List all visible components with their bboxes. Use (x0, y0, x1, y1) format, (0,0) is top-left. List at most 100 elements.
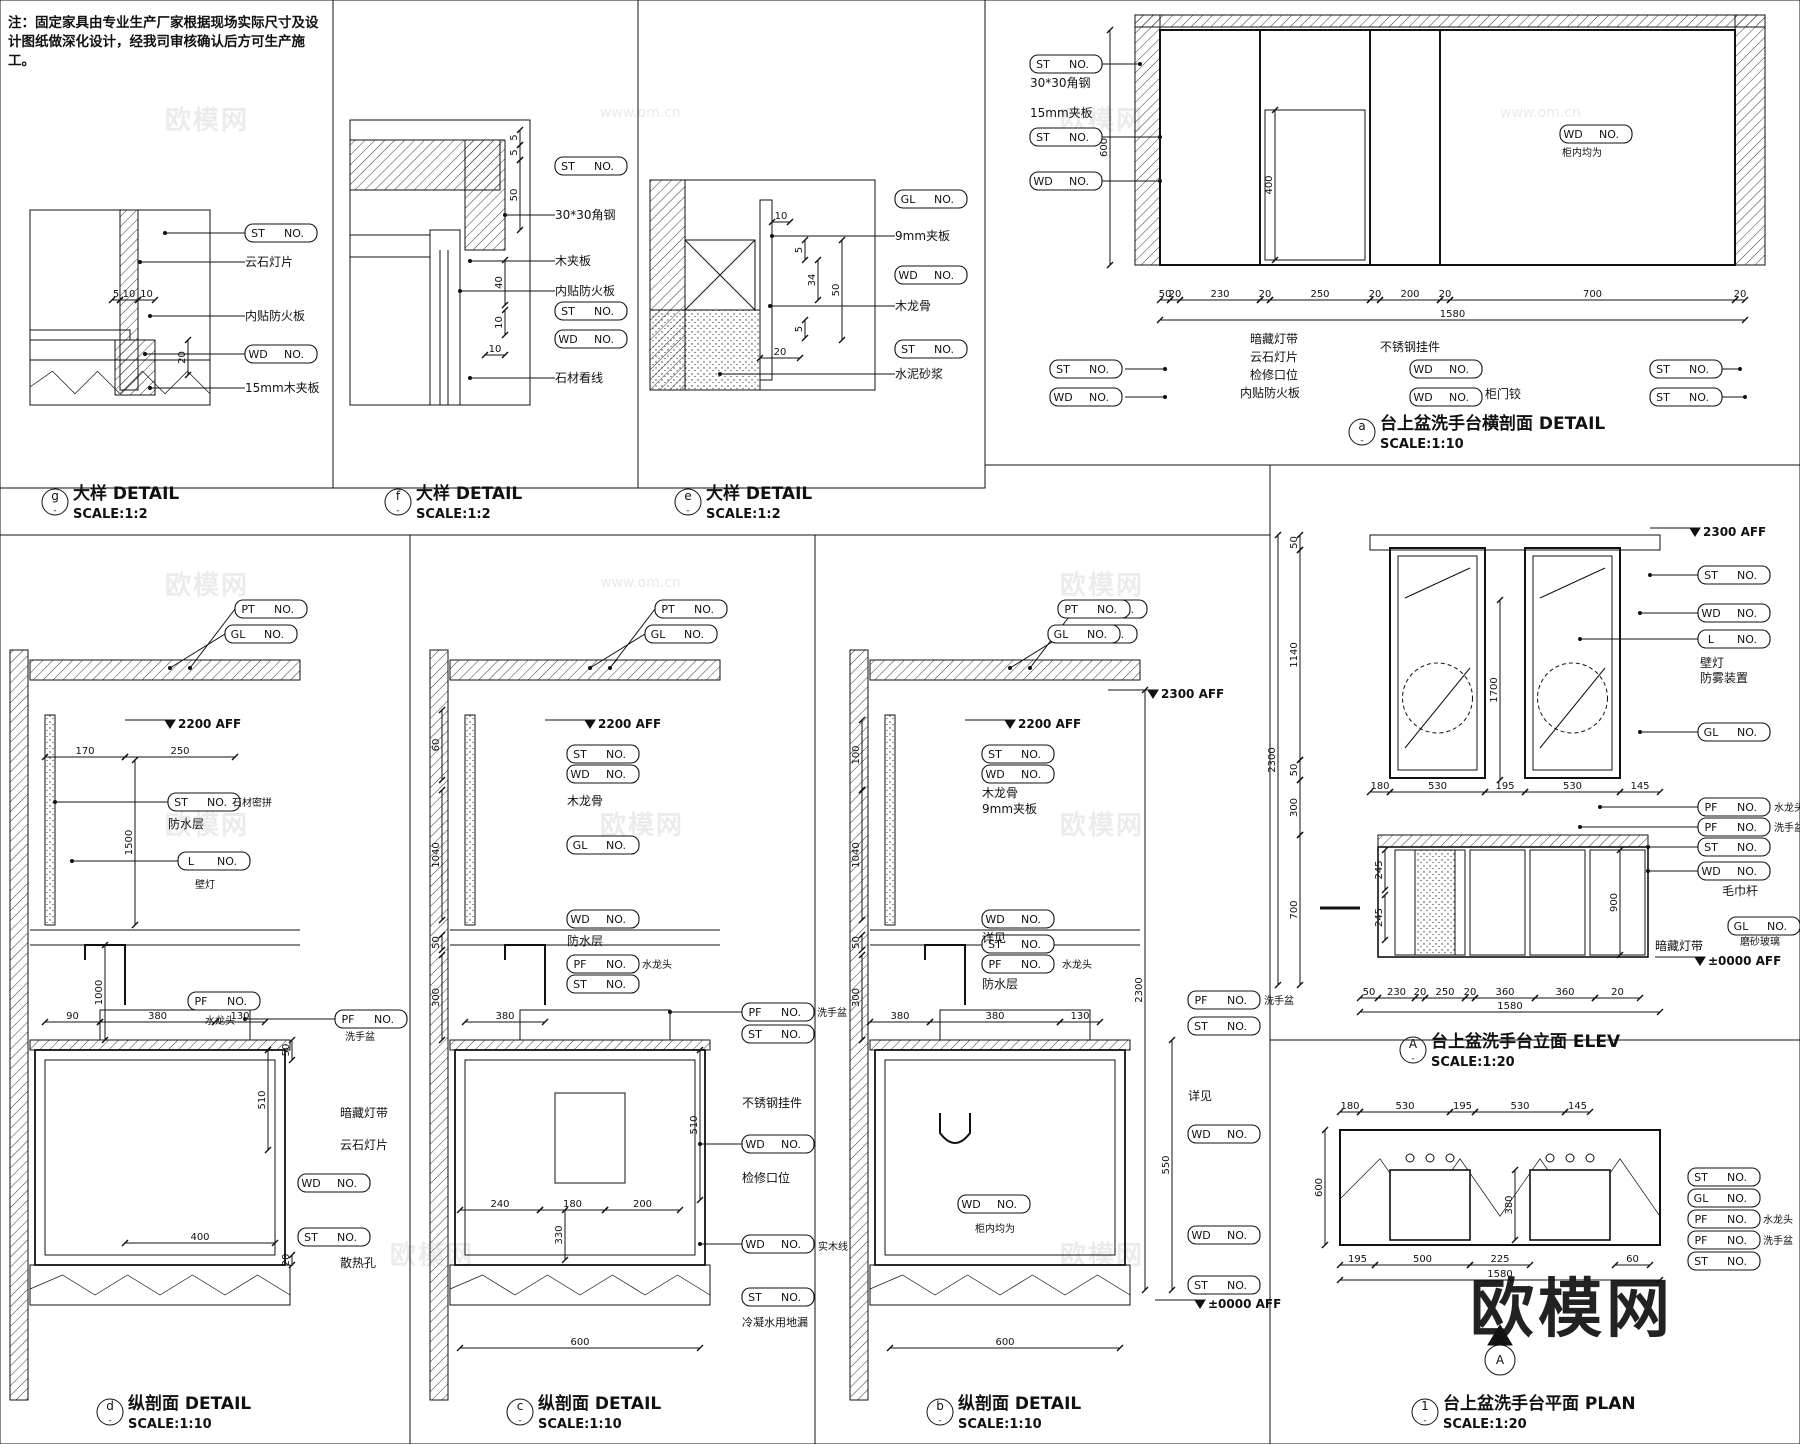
tag-number: NO. (1737, 607, 1757, 620)
tag-code: ST (748, 1291, 762, 1304)
dimension-tick (1256, 296, 1264, 304)
title-sheet-ref: - (1423, 1416, 1426, 1426)
dimension-value: 1000 (94, 980, 105, 1005)
dimension-tick (1274, 531, 1282, 539)
dimension-value: 170 (75, 746, 94, 757)
title-scale: SCALE:1:20 (1443, 1417, 1527, 1432)
tag-number: NO. (684, 628, 704, 641)
leader-dot (1598, 805, 1603, 810)
tag-outline (741, 1024, 815, 1044)
dimension-tick (501, 351, 509, 359)
callout-label: 柜门铰 (1485, 386, 1521, 401)
dimension-tick (1741, 316, 1749, 324)
tag-number: NO. (934, 343, 954, 356)
tag-outline (1187, 1124, 1261, 1144)
tag-number: NO. (337, 1231, 357, 1244)
leader-dot (502, 212, 507, 217)
dimension-value: 510 (689, 1115, 700, 1134)
dimension-value: 50 (851, 936, 862, 949)
dimension-value: 5 (509, 149, 520, 155)
tag-outline (644, 624, 718, 644)
dimension-value: 1580 (1487, 1269, 1512, 1280)
title-bubble (1411, 1398, 1439, 1426)
tag-code: ST (748, 1028, 762, 1041)
dimension-tick (1656, 1008, 1664, 1016)
dimension-tick (1296, 756, 1304, 764)
tag-number: NO. (1021, 748, 1041, 761)
level-label: ±0000 AFF (1708, 954, 1781, 968)
tag-number: NO. (606, 958, 626, 971)
title-sheet-ref: - (518, 1416, 521, 1426)
tag-code: PF (195, 995, 208, 1008)
dimension-tick (456, 1344, 464, 1352)
callout-label: 内贴防火板 (245, 308, 305, 323)
dimension-value: 230 (1210, 289, 1229, 300)
dimension-value: 40 (494, 276, 505, 289)
callout-label: 暗藏灯带 (1250, 331, 1298, 346)
dimension-tick (1296, 831, 1304, 839)
level-label: 2200 AFF (1018, 717, 1081, 731)
dimension-tick (801, 334, 809, 342)
tag-outline (566, 954, 640, 974)
leader-dot (242, 1017, 247, 1022)
title-sheet-ref: - (1411, 1054, 1414, 1064)
callout-label: 水泥砂浆 (895, 366, 943, 381)
watermark: 欧模网 (165, 106, 250, 136)
dimension-value: 20 (1369, 289, 1382, 300)
title-letter: f (396, 489, 401, 503)
tag-code: PF (574, 958, 587, 971)
dimension-value: 50 (831, 284, 842, 297)
dimension-tick (41, 753, 49, 761)
dimension-tick (676, 1206, 684, 1214)
dimension-tick (184, 336, 192, 344)
tag-outline (981, 909, 1055, 929)
dimension-value: 50 (1289, 536, 1300, 549)
leader-dot (588, 666, 593, 671)
dimension-tick (438, 916, 446, 924)
title-letter: g (51, 489, 59, 503)
dimension-tick (1731, 296, 1739, 304)
dimension-tick (858, 786, 866, 794)
title-letter: a (1358, 419, 1365, 433)
dimension-tick (271, 1239, 279, 1247)
cement-mortar (649, 309, 761, 391)
dimension-value: 360 (1555, 987, 1574, 998)
dimension-tick (438, 946, 446, 954)
dimension-tick (1741, 296, 1749, 304)
dimension-tick (1336, 1261, 1344, 1269)
dimension-tick (696, 1344, 704, 1352)
dimension-tick (101, 1036, 109, 1044)
dimension-value: 200 (633, 1199, 652, 1210)
dimension-value: 600 (995, 1337, 1014, 1348)
tag-code: ST (251, 227, 265, 240)
tag-code: GL (573, 839, 589, 852)
leader-dot (467, 375, 472, 380)
dimension-tick (801, 236, 809, 244)
tag-outline (1697, 837, 1771, 857)
leader-dot (457, 288, 462, 293)
tag-outline (234, 599, 308, 619)
dimension-tick (1511, 1166, 1519, 1174)
dimension-tick (1156, 296, 1164, 304)
dimension-tick (561, 1206, 569, 1214)
tag-code: PF (989, 958, 1002, 971)
dimension-value: 195 (1495, 781, 1514, 792)
title-sheet-ref: - (686, 506, 689, 516)
stone-vein (869, 1274, 1131, 1296)
dimension-value: 20 (177, 351, 188, 364)
dimension-tick (1471, 1108, 1479, 1116)
tag-outline (1697, 565, 1771, 585)
faucet-hole (1405, 1153, 1415, 1163)
